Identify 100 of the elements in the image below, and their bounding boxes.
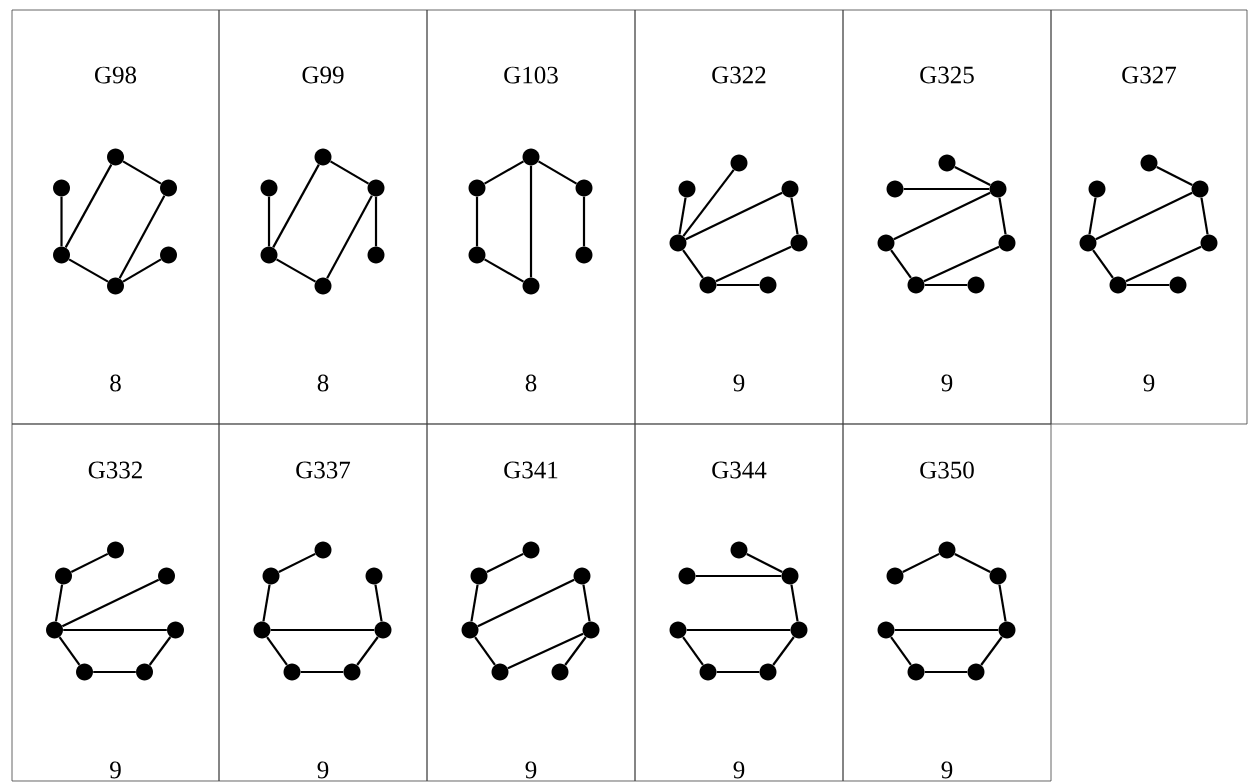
vertex-dot xyxy=(314,277,332,295)
table-cell xyxy=(842,423,1052,782)
graph-edge xyxy=(267,196,271,247)
graph-edge xyxy=(484,160,524,185)
vertex-dot xyxy=(468,179,486,197)
vertex-dot xyxy=(759,663,777,681)
graph-edge xyxy=(475,196,479,247)
vertex-dot xyxy=(491,663,509,681)
vertex-dot xyxy=(551,663,569,681)
vertex-count: 9 xyxy=(733,761,745,779)
graph-edge xyxy=(923,245,1000,283)
graph-edge xyxy=(1088,197,1097,235)
vertex-count: 8 xyxy=(110,374,121,392)
graph-edge xyxy=(894,628,999,632)
table-cell xyxy=(218,423,428,782)
graph-name: G322 xyxy=(712,66,766,84)
graph-edge xyxy=(477,578,575,628)
vertex-dot xyxy=(998,234,1016,252)
graph-edge xyxy=(924,670,968,674)
vertex-dot xyxy=(76,663,93,681)
graph-edge xyxy=(61,578,160,628)
graph-edge xyxy=(326,195,373,279)
graph-edge xyxy=(93,670,136,674)
graph-edge xyxy=(470,584,479,622)
graph-edge xyxy=(998,584,1007,622)
vertex-dot xyxy=(522,541,540,559)
vertex-count: 9 xyxy=(941,374,953,392)
graph-edge xyxy=(715,245,792,283)
vertex-dot xyxy=(158,567,175,585)
vertex-dot xyxy=(877,621,895,639)
vertex-dot xyxy=(522,277,540,295)
graph-edge xyxy=(924,283,968,287)
vertex-count: 9 xyxy=(110,761,121,779)
vertex-dot xyxy=(314,541,332,559)
graph-edge xyxy=(716,670,760,674)
vertex-dot xyxy=(1191,180,1209,198)
vertex-dot xyxy=(575,179,593,197)
graph-edge xyxy=(1200,197,1209,235)
vertex-dot xyxy=(998,621,1016,639)
table-cell xyxy=(842,9,1052,425)
graph-edge xyxy=(329,160,370,185)
graph-name: G332 xyxy=(88,461,142,479)
vertex-dot xyxy=(678,180,696,198)
vertex-dot xyxy=(790,234,808,252)
graph-edge xyxy=(60,196,63,247)
vertex-dot xyxy=(699,663,717,681)
vertex-dot xyxy=(781,180,799,198)
graph-edge xyxy=(1095,191,1193,241)
vertex-dot xyxy=(253,621,271,639)
graph-edge xyxy=(790,197,799,235)
graph-edge xyxy=(980,636,1003,666)
vertex-count: 8 xyxy=(525,374,537,392)
graph-edge xyxy=(890,249,912,279)
vertex-dot xyxy=(730,154,748,172)
graph-edge xyxy=(772,636,795,666)
graph-edge xyxy=(678,197,687,235)
vertex-dot xyxy=(461,621,479,639)
vertex-dot xyxy=(678,567,696,585)
graph-edge xyxy=(685,191,783,241)
graph-edge xyxy=(63,628,167,632)
vertex-dot xyxy=(107,277,124,295)
graph-edge xyxy=(1156,165,1193,187)
table-cell xyxy=(634,423,844,782)
graph-edge xyxy=(537,160,578,185)
graph-edge xyxy=(790,584,799,622)
graph-edge xyxy=(682,636,704,666)
graph-edge xyxy=(70,552,109,574)
vertex-count: 9 xyxy=(733,374,745,392)
vertex-dot xyxy=(136,663,153,681)
graph-edge xyxy=(893,191,991,241)
vertex-count: 9 xyxy=(317,761,329,779)
vertex-dot xyxy=(575,246,593,264)
vertex-dot xyxy=(886,180,904,198)
graph-edge xyxy=(276,258,316,283)
vertex-dot xyxy=(699,276,717,294)
graph-edge xyxy=(484,258,524,283)
graph-edge xyxy=(903,187,990,191)
vertex-dot xyxy=(967,276,985,294)
graph-edge xyxy=(902,552,940,574)
graph-edge xyxy=(529,165,533,278)
vertex-dot xyxy=(669,234,687,252)
vertex-count: 8 xyxy=(317,374,329,392)
graph-edge xyxy=(716,283,760,287)
vertex-dot xyxy=(781,567,799,585)
vertex-dot xyxy=(314,148,332,166)
graph-edge xyxy=(356,636,379,666)
graph-edge xyxy=(954,552,991,574)
vertex-dot xyxy=(573,567,591,585)
graph-name: G327 xyxy=(1122,66,1177,84)
graph-edge xyxy=(682,249,704,279)
vertex-dot xyxy=(1079,234,1097,252)
graph-edge xyxy=(300,670,344,674)
table-cell xyxy=(11,423,220,782)
vertex-dot xyxy=(522,148,540,166)
graph-name: G325 xyxy=(920,66,974,84)
graph-edge xyxy=(582,584,591,622)
graph-name: G350 xyxy=(920,461,974,479)
vertex-dot xyxy=(55,567,72,585)
vertex-dot xyxy=(367,179,385,197)
vertex-count: 9 xyxy=(525,761,537,779)
